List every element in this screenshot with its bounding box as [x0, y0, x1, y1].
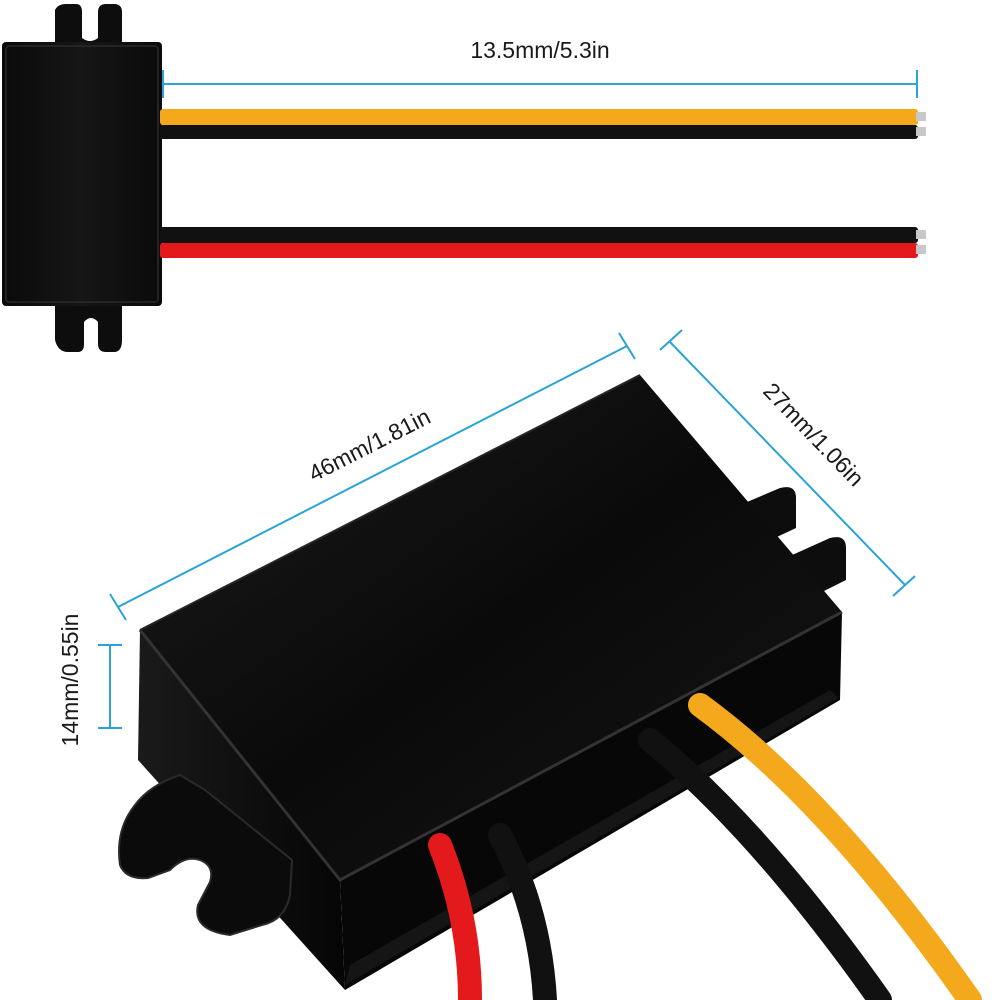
module-front-face [138, 630, 345, 990]
wire-black-top [160, 125, 918, 139]
module-3d-view [118, 374, 846, 990]
top-view-body [2, 42, 162, 306]
dimension-height: 14mm/0.55in [57, 614, 122, 747]
height-label: 14mm/0.55in [57, 614, 83, 747]
top-mounting-ear [55, 4, 122, 45]
wire-black-3d-2 [638, 728, 892, 1000]
wire-tip [916, 245, 926, 254]
wire-black-3d [488, 823, 557, 1000]
wire-yellow-top [160, 109, 918, 125]
width-label: 27mm/1.06in [758, 378, 869, 492]
wire-tip [916, 127, 926, 136]
bottom-mounting-ear [55, 300, 122, 352]
top-view-wires [160, 109, 926, 258]
length-label: 46mm/1.81in [304, 403, 434, 487]
wire-black-top-2 [160, 227, 918, 243]
wire-yellow-3d [688, 693, 982, 1000]
left-mounting-ear [118, 773, 294, 937]
module-3d-wires [428, 693, 982, 1000]
wire-length-label: 13.5mm/5.3in [470, 37, 609, 63]
wire-tip [916, 112, 926, 121]
module-top-face [140, 375, 842, 880]
wire-tip [916, 230, 926, 239]
dimension-wire-length: 13.5mm/5.3in [162, 37, 918, 98]
top-view-module [2, 4, 162, 352]
wire-red-3d [428, 833, 482, 1000]
wire-red-top [160, 243, 918, 258]
